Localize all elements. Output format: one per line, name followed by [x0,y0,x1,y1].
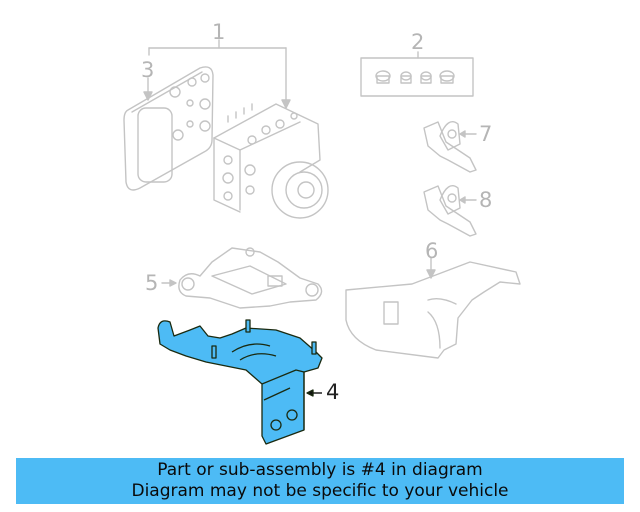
part-6-bracket[interactable] [345,257,521,359]
banner-line-part-number: Part or sub-assembly is #4 in diagram [157,460,483,480]
part-7-bracket[interactable] [423,121,477,173]
callout-1-leader [148,39,291,109]
part-1-abs-unit[interactable] [213,103,329,219]
callout-label-1: 1 [212,20,226,44]
callout-label-7: 7 [479,122,493,146]
callout-label-3: 3 [141,58,155,82]
banner-line-disclaimer: Diagram may not be specific to your vehi… [131,481,509,501]
callout-label-2: 2 [411,30,425,54]
part-8-bracket[interactable] [423,185,477,237]
parts-diagram [123,39,521,445]
callout-label-4: 4 [326,380,340,404]
callout-label-6: 6 [425,239,439,263]
part-5-mount-plate[interactable] [161,247,323,309]
callout-label-5: 5 [145,271,159,295]
callout-3-leader [143,77,153,101]
info-banner: Part or sub-assembly is #4 in diagram Di… [16,458,624,504]
part-3-control-module[interactable] [123,66,214,191]
part-2-grommets[interactable] [360,51,474,97]
part-4-abs-bracket-highlighted[interactable] [157,319,323,445]
callout-label-8: 8 [479,188,493,212]
